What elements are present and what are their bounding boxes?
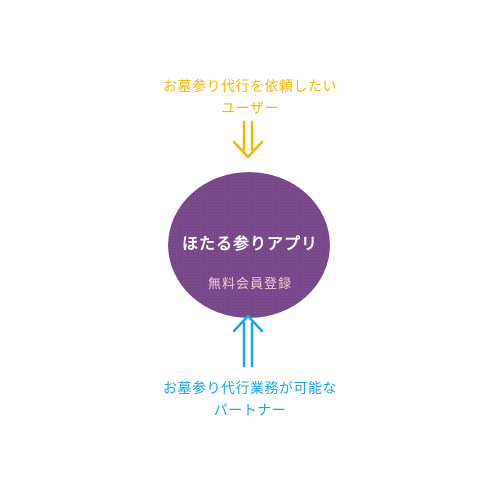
partner-label-line1: お墓参り代行業務が可能な (163, 381, 337, 397)
requester-label-line1: お墓参り代行を依頼したい (163, 79, 337, 95)
requester-label-line2: ユーザー (221, 101, 279, 117)
free-registration-link[interactable]: 無料会員登録 (207, 277, 292, 292)
app-name: ほたる参りアプリ (181, 234, 318, 253)
requester-label: お墓参り代行を依頼したい ユーザー (0, 76, 500, 120)
double-arrow-down-icon (232, 120, 264, 159)
double-arrow-up-icon (232, 314, 264, 368)
partner-label-line2: パートナー (213, 403, 287, 419)
partner-label: お墓参り代行業務が可能な パートナー (0, 378, 500, 422)
app-circle (168, 172, 330, 318)
